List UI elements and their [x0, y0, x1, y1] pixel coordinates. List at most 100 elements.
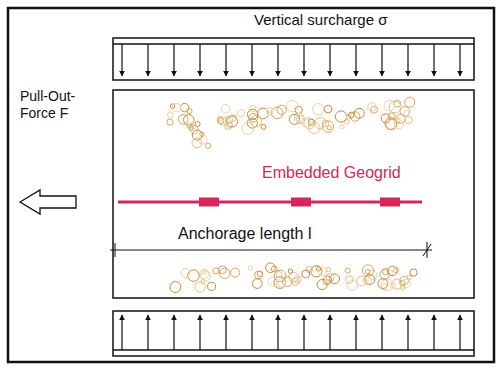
gravel-grain: [257, 271, 263, 277]
dimension-tick: [427, 242, 428, 258]
gravel-grain: [219, 266, 227, 274]
gravel-grain: [335, 111, 346, 122]
load-arrow: [199, 44, 200, 76]
gravel-grain: [324, 105, 332, 113]
load-arrow: [433, 315, 434, 350]
soil-box: [113, 90, 474, 298]
gravel-grain: [294, 276, 301, 283]
load-arrow: [121, 44, 122, 76]
gravel-grain: [250, 106, 256, 112]
load-arrow: [329, 44, 330, 76]
gravel-grain: [208, 282, 216, 290]
dimension-line: [110, 250, 432, 251]
gravel-grain: [357, 276, 367, 286]
load-arrow: [329, 315, 330, 350]
geogrid-line: [118, 201, 422, 204]
load-arrow: [381, 315, 382, 350]
geogrid-junction: [291, 198, 311, 207]
gravel-grain: [266, 263, 276, 273]
pullout-arrow: [20, 190, 76, 214]
load-arrow: [407, 315, 408, 350]
load-label: Vertical surcharge σ: [254, 11, 387, 29]
load-arrow: [459, 315, 460, 350]
gravel-grain: [198, 135, 207, 144]
gravel-grain: [404, 111, 409, 116]
load-arrow: [303, 315, 304, 350]
gravel-grain: [302, 270, 310, 278]
gravel-grain: [167, 112, 173, 118]
gravel-grain: [346, 276, 353, 283]
load-arrow: [199, 315, 200, 350]
load-arrow: [121, 315, 122, 350]
load-arrow: [433, 44, 434, 76]
gravel-grain: [252, 279, 262, 289]
bottom-arrow-bar: [113, 349, 474, 351]
load-arrow: [407, 44, 408, 76]
gravel-grain: [282, 277, 292, 287]
gravel-grain: [206, 143, 211, 148]
gravel-grain: [405, 97, 415, 107]
gravel-grain: [184, 115, 195, 126]
gravel-grain: [304, 118, 315, 129]
gravel-grain: [365, 269, 370, 274]
top-arrow-bar: [113, 43, 474, 45]
gravel-grain: [237, 110, 244, 117]
bottom-load-plate: [113, 311, 474, 356]
gravel-grain: [390, 283, 396, 289]
gravel-grain: [288, 269, 292, 273]
geogrid-junction: [199, 198, 219, 207]
force-label: Pull-Out-Force F: [20, 88, 94, 122]
gravel-grain: [313, 103, 324, 114]
load-arrow: [277, 44, 278, 76]
gravel-grain: [296, 115, 304, 123]
gravel-grain: [247, 109, 257, 119]
gravel-grain: [167, 119, 173, 125]
gravel-grain: [255, 271, 263, 279]
reaction-arrows: [122, 315, 460, 350]
load-arrow: [251, 44, 252, 76]
gravel-grain: [381, 284, 387, 290]
gravel-grain: [181, 269, 190, 278]
gravel-grain: [410, 269, 417, 276]
gravel-grain: [345, 268, 350, 273]
geogrid-label: Embedded Geogrid: [262, 163, 401, 182]
gravel-grain: [248, 266, 252, 270]
gravel-grain: [180, 103, 188, 111]
gravel-grain: [192, 138, 202, 148]
gravel-grain: [225, 116, 232, 123]
gravel-grain: [202, 269, 207, 274]
load-arrow: [173, 315, 174, 350]
surcharge-arrows: [122, 44, 460, 76]
gravel-grain: [218, 118, 224, 124]
load-arrow: [303, 44, 304, 76]
gravel-grain: [405, 116, 412, 123]
load-arrow: [173, 44, 174, 76]
gravel-grain: [242, 123, 254, 135]
gravel-grain: [362, 265, 373, 276]
gravel-grain: [315, 118, 326, 129]
gravel-grain: [388, 266, 398, 276]
load-arrow: [381, 44, 382, 76]
load-arrow: [251, 315, 252, 350]
top-load-plate: [113, 38, 474, 80]
gravel-grain: [389, 101, 401, 113]
gravel-grain: [287, 100, 298, 111]
gravel-grain: [231, 268, 240, 277]
gravel-grain: [349, 112, 355, 118]
gravel-grain: [172, 103, 180, 111]
gravel-grain: [266, 108, 273, 115]
load-arrow: [459, 44, 460, 76]
load-arrow: [277, 315, 278, 350]
load-arrow: [225, 315, 226, 350]
gravel-grain: [308, 119, 314, 125]
load-arrow: [147, 315, 148, 350]
gravel-particles: [167, 97, 417, 292]
gravel-grain: [276, 272, 282, 278]
geogrid-junction: [380, 198, 400, 207]
dimension-label: Anchorage length l: [178, 224, 311, 243]
load-arrow: [355, 315, 356, 350]
gravel-grain: [277, 105, 286, 114]
gravel-grain: [326, 267, 330, 271]
load-arrow: [225, 44, 226, 76]
